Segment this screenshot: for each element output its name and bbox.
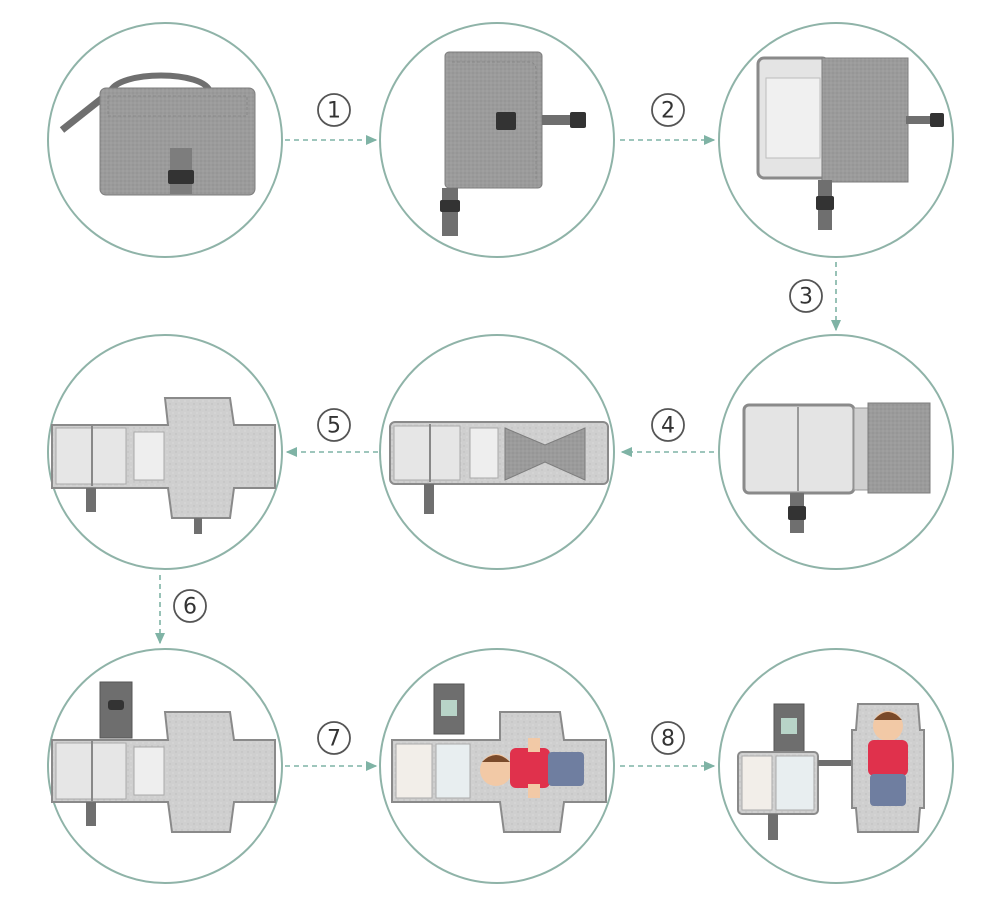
step-image-9 xyxy=(718,648,954,884)
step-number-8: 8 xyxy=(661,727,675,752)
step-badge-7: 7 xyxy=(317,721,351,755)
step-badge-2: 2 xyxy=(651,93,685,127)
step-badge-8: 8 xyxy=(651,721,685,755)
step-image-5 xyxy=(379,334,615,570)
step-number-3: 3 xyxy=(799,285,813,310)
step-number-4: 4 xyxy=(661,414,675,439)
step-image-7 xyxy=(47,648,283,884)
step-image-4 xyxy=(718,334,954,570)
step-badge-3: 3 xyxy=(789,279,823,313)
step-image-6 xyxy=(47,334,283,570)
step-number-7: 7 xyxy=(327,727,341,752)
step-badge-4: 4 xyxy=(651,408,685,442)
step-number-6: 6 xyxy=(183,595,197,620)
step-number-2: 2 xyxy=(661,99,675,124)
step-badge-6: 6 xyxy=(173,589,207,623)
step-badge-5: 5 xyxy=(317,408,351,442)
step-image-3 xyxy=(718,22,954,258)
step-number-1: 1 xyxy=(327,99,341,124)
step-number-5: 5 xyxy=(327,414,341,439)
step-image-8 xyxy=(379,648,615,884)
step-badge-1: 1 xyxy=(317,93,351,127)
step-image-1 xyxy=(47,22,283,258)
step-image-2 xyxy=(379,22,615,258)
